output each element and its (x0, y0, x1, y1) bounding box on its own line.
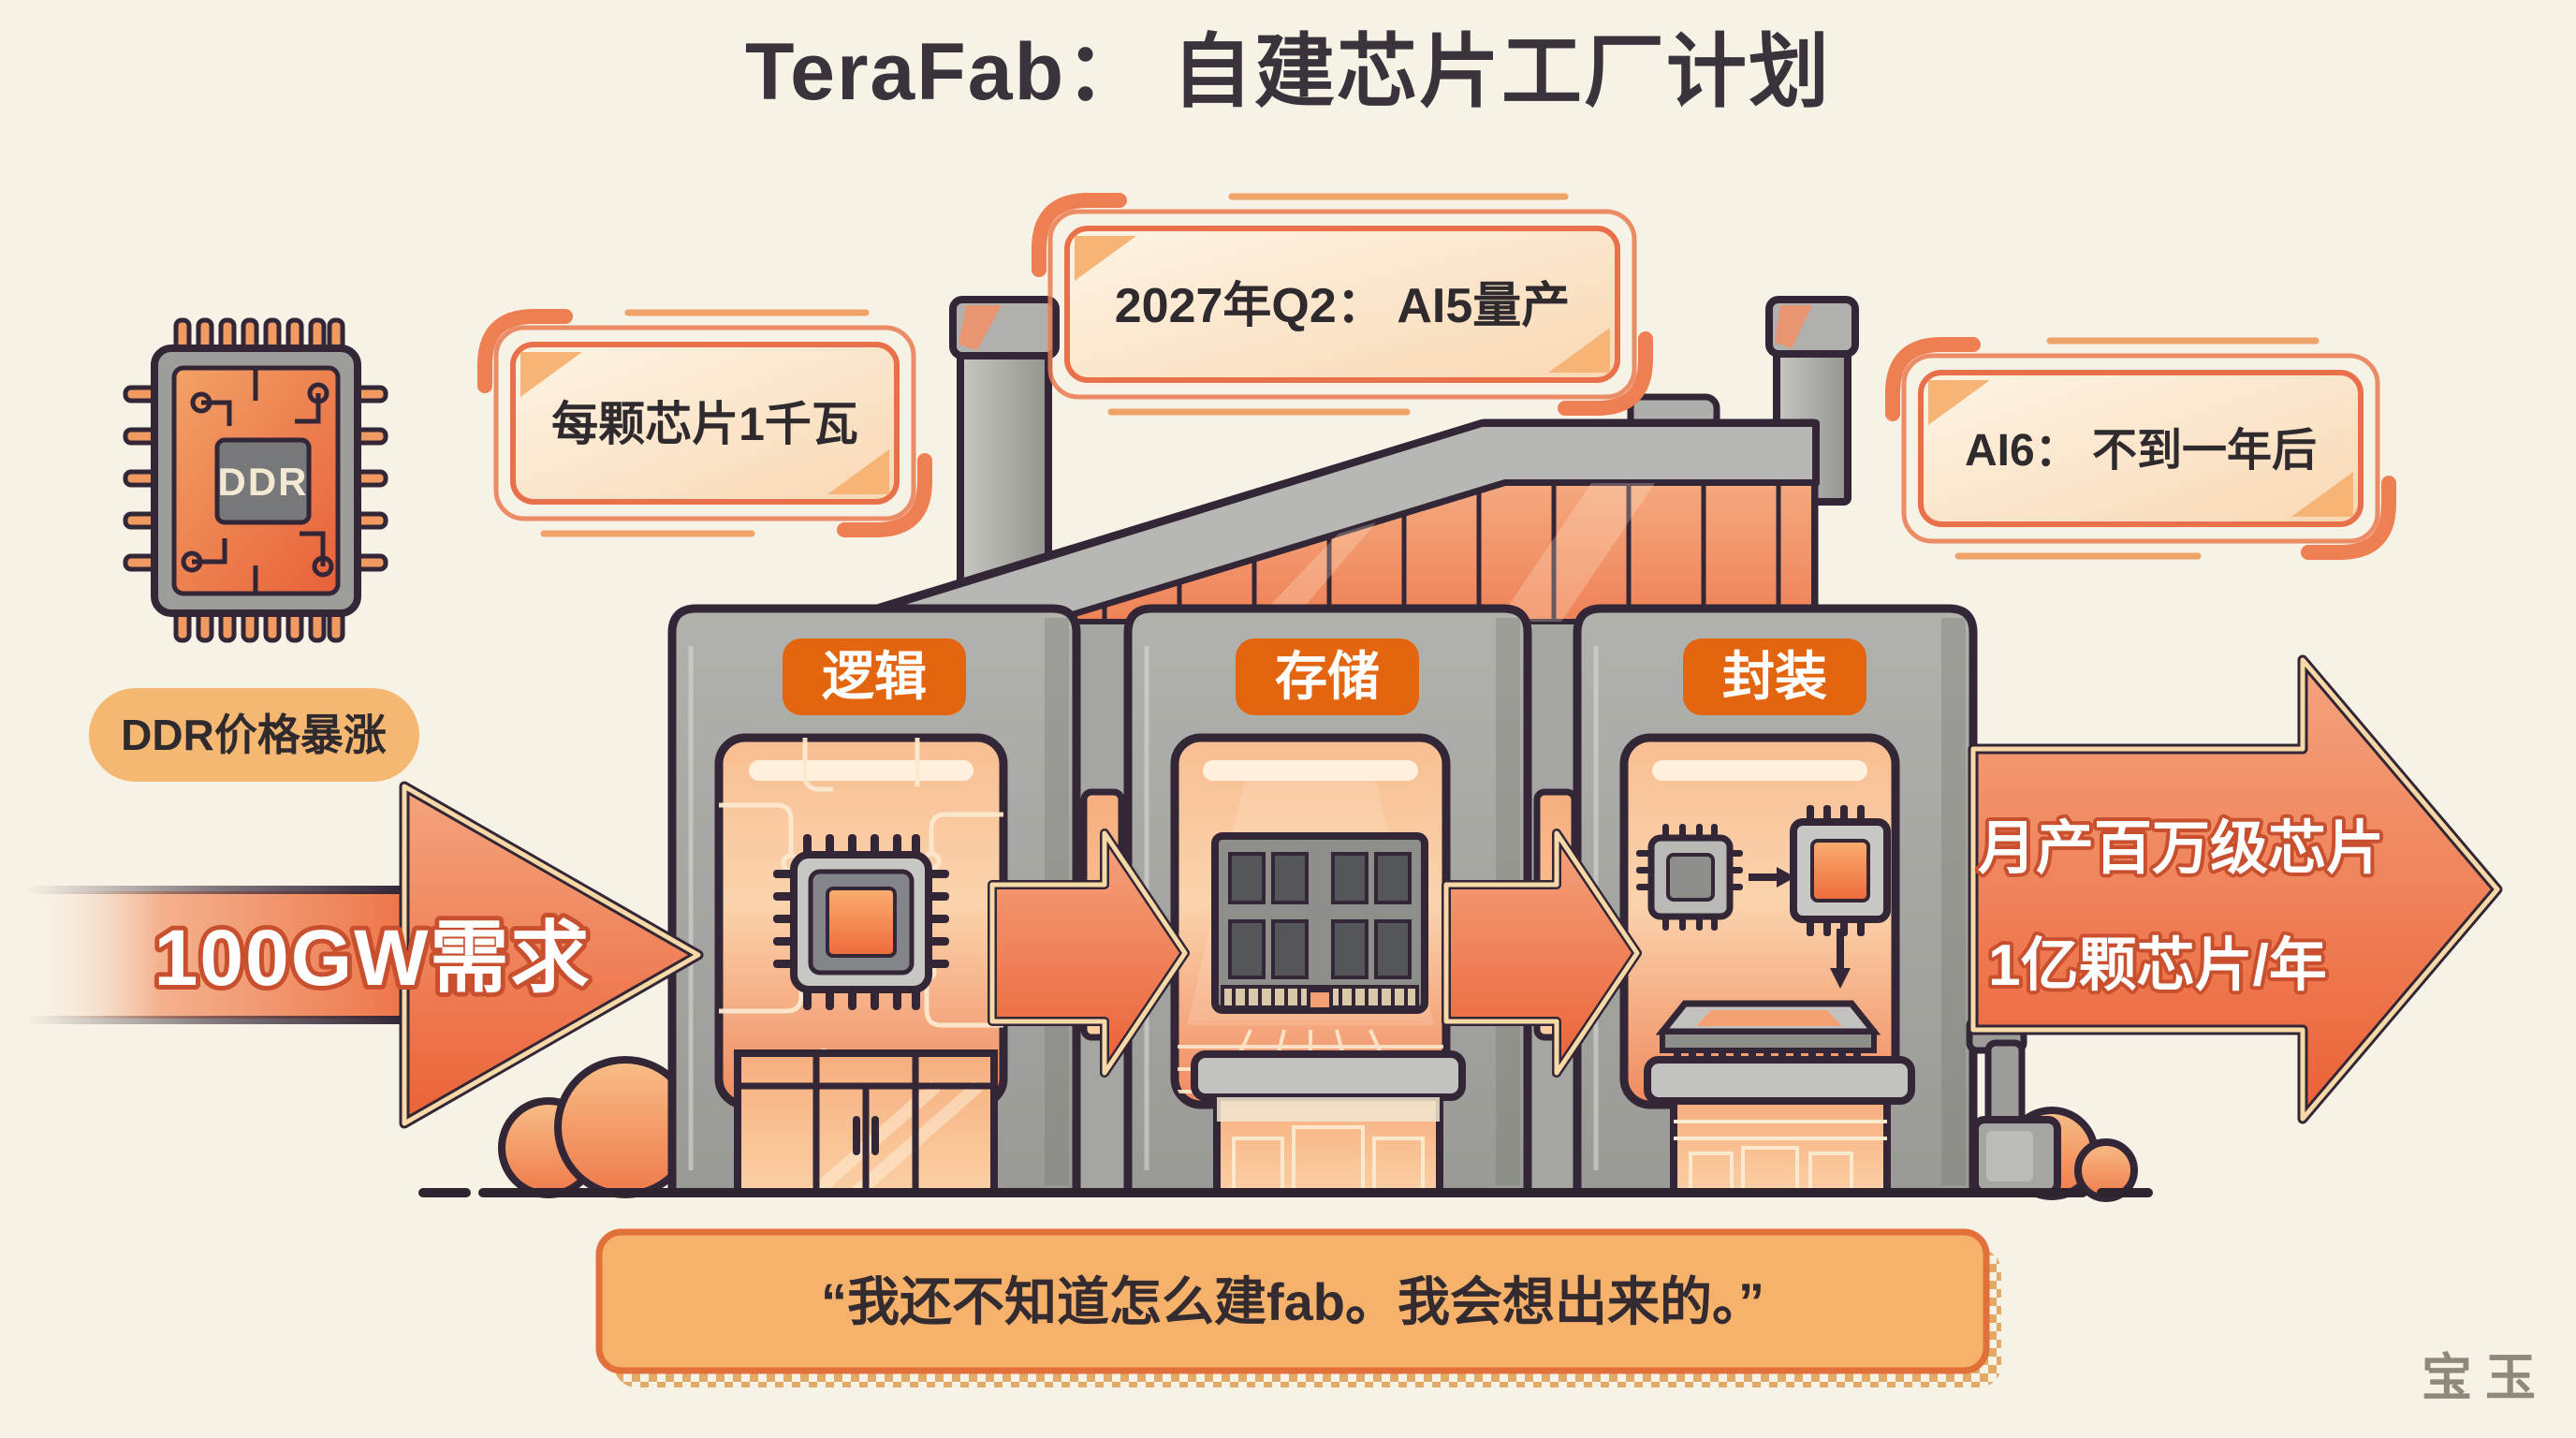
quote-box: “我还不知道怎么建fab。我会想出来的。” (595, 1228, 2001, 1387)
flow-arrow-input: 100GW需求 (26, 781, 704, 1129)
flow-arrow-output: 月产百万级芯片 1亿颗芯片/年 (1968, 654, 2503, 1124)
stage-building-packaging: 封装 (1573, 604, 1978, 1197)
quote-card (595, 1228, 1990, 1374)
garage-door-packaging (1644, 1056, 1915, 1196)
output-line2: 1亿颗芯片/年 (1988, 933, 2327, 998)
callout-ai5-label: 2027年Q2： AI5量产 (1115, 279, 1571, 333)
demand-label: 100GW需求 (154, 914, 592, 1002)
stage-label-packaging: 封装 (1722, 647, 1827, 706)
roof-panels (1049, 480, 1817, 624)
callout-power-label: 每颗芯片1千瓦 (551, 398, 858, 450)
garage-door-memory (1191, 1050, 1466, 1196)
callout-ai5: 2027年Q2： AI5量产 (1032, 193, 1653, 416)
logic-window (714, 733, 1008, 1109)
ram-module-icon (1211, 832, 1428, 1014)
stage-building-memory: 存储 (1123, 604, 1532, 1197)
packaging-icon (1636, 805, 1891, 1067)
stage-label-logic: 逻辑 (822, 647, 927, 706)
flow-arrow-stage1-2 (988, 829, 1190, 1078)
ddr-price-pill: DDR价格暴涨 (89, 688, 419, 782)
packaging-window (1619, 733, 1900, 1109)
memory-window (1170, 733, 1451, 1109)
callout-power: 每颗芯片1千瓦 (477, 309, 932, 537)
stage-label-plate-memory (1236, 638, 1419, 715)
stage-label-plate-logic (783, 638, 966, 715)
stage-building-logic: 逻辑 (667, 604, 1081, 1197)
ddr-chip-label: DDR (218, 460, 309, 504)
entrance-door (734, 1049, 998, 1196)
ddr-price-label: DDR价格暴涨 (121, 711, 387, 759)
output-line1: 月产百万级芯片 (1978, 816, 2384, 881)
flow-arrow-stage2-3 (1442, 829, 1642, 1078)
page-title: TeraFab： 自建芯片工厂计划 (745, 27, 1831, 117)
stage-label-memory: 存储 (1275, 647, 1380, 706)
circuit-traces (181, 368, 334, 594)
watermark: 宝玉 (2422, 1347, 2549, 1407)
callout-ai6-label: AI6： 不到一年后 (1965, 426, 2317, 476)
callout-ai6: AI6： 不到一年后 (1885, 337, 2396, 560)
stage-label-plate-packaging (1683, 638, 1866, 715)
quote-text: “我还不知道怎么建fab。我会想出来的。” (821, 1272, 1764, 1331)
cpu-chip-icon (773, 834, 949, 1010)
ddr-chip-icon: DDR (123, 317, 388, 643)
